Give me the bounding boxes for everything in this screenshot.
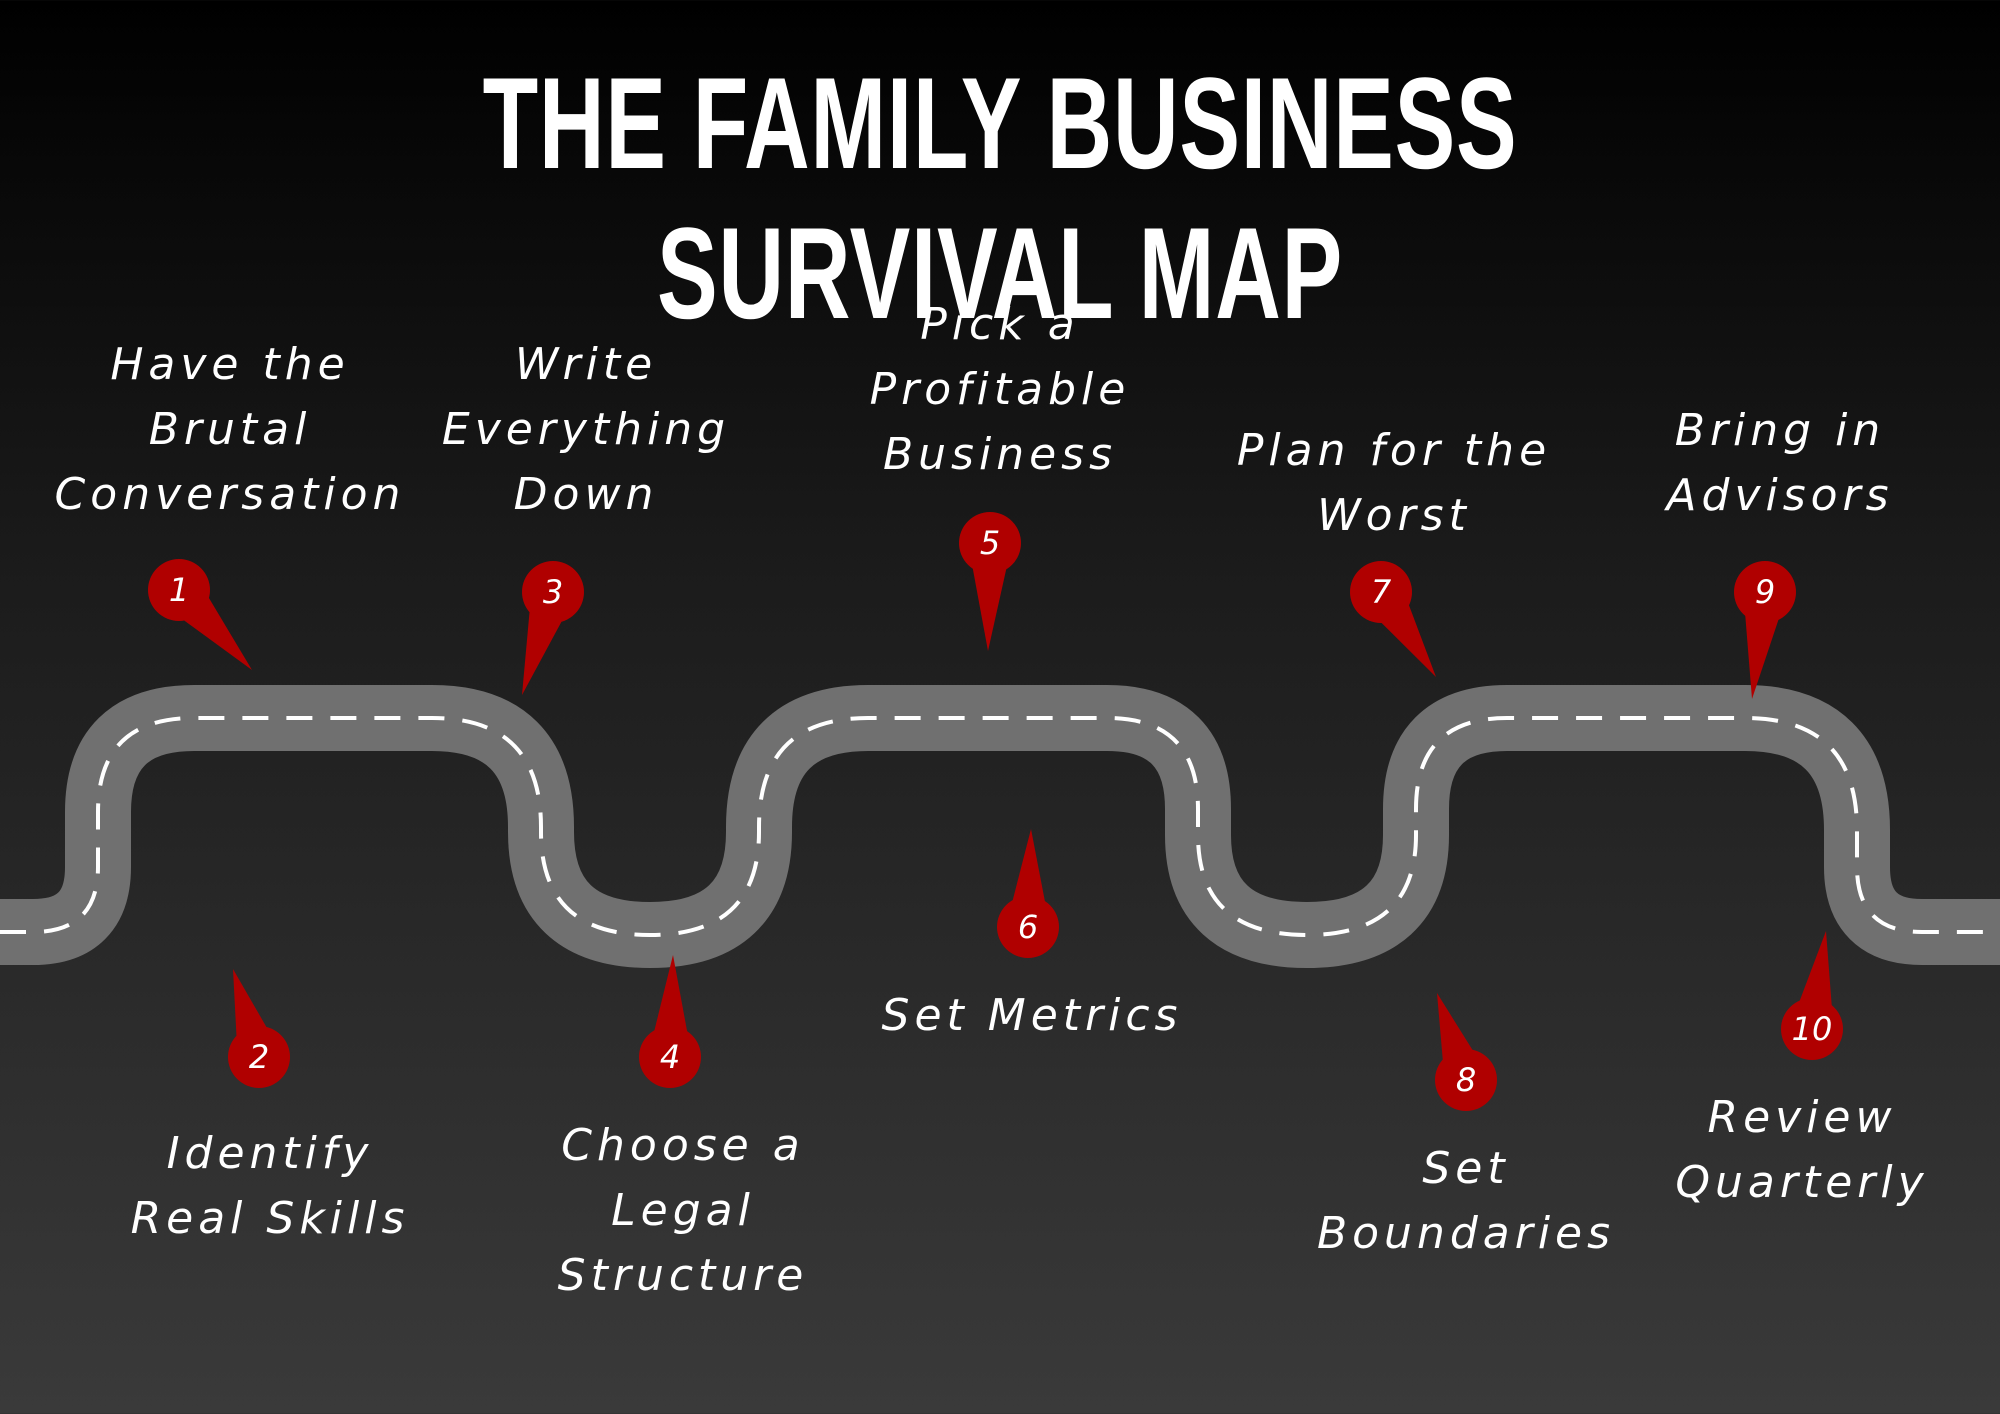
map-pin-head xyxy=(522,561,584,623)
map-pin-number: 3 xyxy=(543,573,563,611)
map-pin-number: 2 xyxy=(249,1038,269,1076)
road-surface xyxy=(0,685,2000,968)
map-pin-head xyxy=(639,1026,701,1088)
step-label-1: Have the Brutal Conversation xyxy=(54,339,406,520)
map-pin-3: 3 xyxy=(522,561,584,695)
map-pin-number: 10 xyxy=(1792,1010,1833,1048)
map-pin-7: 7 xyxy=(1350,561,1436,677)
map-pin-1: 1 xyxy=(148,559,252,670)
map-pin-4: 4 xyxy=(639,955,701,1088)
map-pin-head xyxy=(1350,561,1412,623)
step-label-5: Pick a Profitable Business xyxy=(869,299,1131,480)
map-pin-head xyxy=(1781,998,1843,1060)
map-pin-head xyxy=(1435,1049,1497,1111)
map-pin-number: 9 xyxy=(1755,573,1775,611)
map-pin-10: 10 xyxy=(1781,931,1843,1060)
map-pin-number: 4 xyxy=(660,1038,680,1076)
step-label-9: Bring in Advisors xyxy=(1666,405,1894,521)
map-pin-head xyxy=(959,512,1021,574)
map-pin-head xyxy=(148,559,210,621)
step-label-4: Choose a Legal Structure xyxy=(557,1120,809,1301)
map-pin-number: 1 xyxy=(169,571,189,609)
step-label-6: Set Metrics xyxy=(881,990,1183,1041)
map-pin-head xyxy=(1734,561,1796,623)
map-pin-number: 5 xyxy=(980,524,1000,562)
map-pin-head xyxy=(997,896,1059,958)
map-pin-2: 2 xyxy=(228,969,290,1088)
step-label-2: Identify Real Skills xyxy=(130,1128,410,1244)
map-pin-number: 7 xyxy=(1371,573,1392,611)
map-pin-8: 8 xyxy=(1435,993,1497,1111)
map-pin-6: 6 xyxy=(997,829,1059,958)
step-label-8: Set Boundaries xyxy=(1316,1143,1616,1259)
map-pin-number: 8 xyxy=(1456,1061,1476,1099)
road-center-line xyxy=(0,716,2000,938)
page-title: THE FAMILY BUSINESS SURVIVAL MAP xyxy=(482,50,1518,346)
map-pin-9: 9 xyxy=(1734,561,1796,699)
map-pin-5: 5 xyxy=(959,512,1021,651)
step-label-7: Plan for the Worst xyxy=(1236,425,1552,541)
step-label-10: Review Quarterly xyxy=(1675,1092,1929,1208)
map-pin-number: 6 xyxy=(1018,908,1038,946)
map-pin-head xyxy=(228,1026,290,1088)
step-label-3: Write Everything Down xyxy=(441,339,731,520)
